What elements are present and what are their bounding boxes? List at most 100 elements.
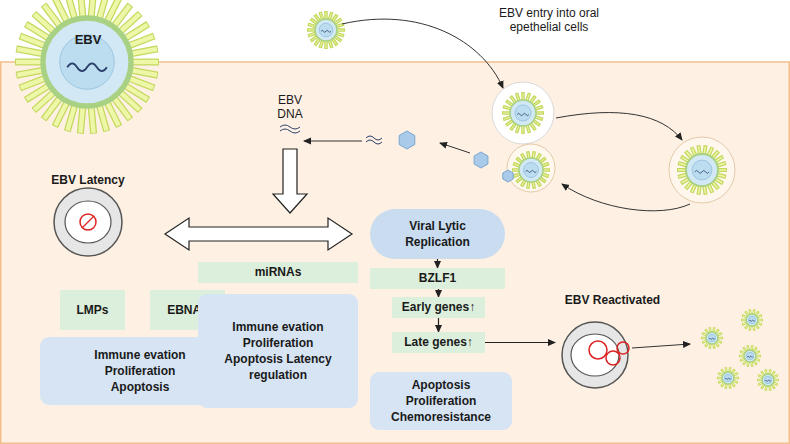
envelope <box>686 154 718 186</box>
episome <box>80 214 96 230</box>
spike-fill <box>91 105 94 133</box>
spike-fill <box>106 100 118 125</box>
virus-particle <box>739 345 761 366</box>
viral-genome <box>606 351 620 365</box>
spike <box>91 105 94 134</box>
spike <box>106 100 119 126</box>
spike-fill <box>17 70 45 75</box>
pathway-arrow <box>632 344 690 348</box>
spike <box>99 103 107 131</box>
cell-body <box>562 322 628 388</box>
box-text: Apoptosis Proliferation Chemoresistance <box>385 377 497 426</box>
viral-genome <box>617 342 629 354</box>
viral-dna <box>747 356 752 357</box>
envelope <box>762 374 774 386</box>
fusing-endosome <box>507 144 555 192</box>
spike <box>16 49 45 54</box>
box-text: Viral Lytic Replication <box>396 218 480 250</box>
virus-particle <box>15 0 159 134</box>
virus-particle <box>512 151 550 188</box>
hollow-down-arrow <box>273 149 307 213</box>
pathway-arrow <box>342 19 503 88</box>
envelope <box>43 18 131 106</box>
spike <box>127 36 154 46</box>
viral-dna <box>765 380 770 381</box>
capsid-hexagon <box>399 131 415 149</box>
process-box: EBV <box>60 24 116 56</box>
cell-ground <box>1 62 790 443</box>
spike <box>130 59 159 66</box>
spike <box>55 0 68 24</box>
spike-fill <box>99 103 107 130</box>
spike <box>15 59 44 66</box>
spike <box>67 103 75 131</box>
flow-arrow <box>485 342 555 343</box>
capsid <box>724 374 731 381</box>
virus-particle <box>502 92 544 134</box>
spike-fill <box>21 78 47 88</box>
spike <box>16 70 45 75</box>
pathway-arrow <box>440 143 470 153</box>
capsid <box>746 352 753 359</box>
viral-dna <box>321 30 331 32</box>
spike <box>129 49 158 54</box>
box-text: Early genes↑ <box>402 299 475 315</box>
virus-label: EBV <box>75 31 102 49</box>
viral-dna <box>749 320 754 321</box>
envelope <box>744 350 756 362</box>
spike <box>129 70 158 75</box>
pathway-arrow <box>304 141 362 142</box>
envelope <box>510 100 536 126</box>
cell-figure: EBV Latency <box>33 170 143 260</box>
capsid <box>692 160 712 180</box>
spike-fill <box>129 49 157 54</box>
viral-dna <box>725 378 730 379</box>
process-box: Early genes↑ <box>392 297 485 318</box>
envelope <box>706 332 718 344</box>
process-box: BZLF1 <box>370 268 505 289</box>
spike-fill <box>16 60 44 65</box>
box-text: EBV Reactivated <box>565 292 660 308</box>
cell-figure: EBV Reactivated <box>555 290 670 390</box>
spike-fill <box>130 60 158 65</box>
annotation-label: EBV entry into oral epethelial cells <box>487 6 611 35</box>
process-box: miRNAs <box>198 262 358 283</box>
process-box: Viral Lytic Replication <box>370 209 505 259</box>
dna-strand <box>366 136 382 144</box>
capsid-hexagon <box>474 152 488 168</box>
annotation-label: EBV DNA <box>266 93 314 122</box>
viral-dna <box>67 63 107 71</box>
virus-particle <box>741 309 763 330</box>
spike-fill <box>80 105 83 133</box>
process-box: Immune evation Proliferation Apoptosis L… <box>198 294 358 408</box>
capsid-hexagon <box>503 170 513 182</box>
capsid <box>319 23 333 37</box>
viral-dna <box>526 170 537 172</box>
spike-fill <box>68 103 76 130</box>
virus-particle <box>757 369 779 390</box>
process-box: Late genes↑ <box>392 332 485 353</box>
flow-arrow <box>437 259 438 268</box>
virus-particle <box>717 367 739 388</box>
virus-particle <box>677 145 727 194</box>
envelope <box>722 372 734 384</box>
envelope <box>519 158 543 182</box>
dna-strand <box>280 125 300 133</box>
envelope <box>315 19 337 41</box>
spike-fill <box>129 70 157 75</box>
nucleus <box>571 334 619 376</box>
capsid <box>764 376 771 383</box>
spike-fill <box>127 36 153 46</box>
pathway-arrow <box>562 184 690 211</box>
box-text: miRNAs <box>255 264 302 280</box>
double-block-arrow <box>165 218 352 250</box>
process-box: LMPs <box>60 290 125 330</box>
box-text: Immune evation Proliferation Apoptosis <box>90 347 190 396</box>
viral-dna <box>517 113 529 115</box>
capsid <box>708 334 715 341</box>
capsid <box>748 316 755 323</box>
spike <box>80 105 83 134</box>
flow-arrow <box>438 289 439 297</box>
process-box: Apoptosis Proliferation Chemoresistance <box>370 372 512 430</box>
